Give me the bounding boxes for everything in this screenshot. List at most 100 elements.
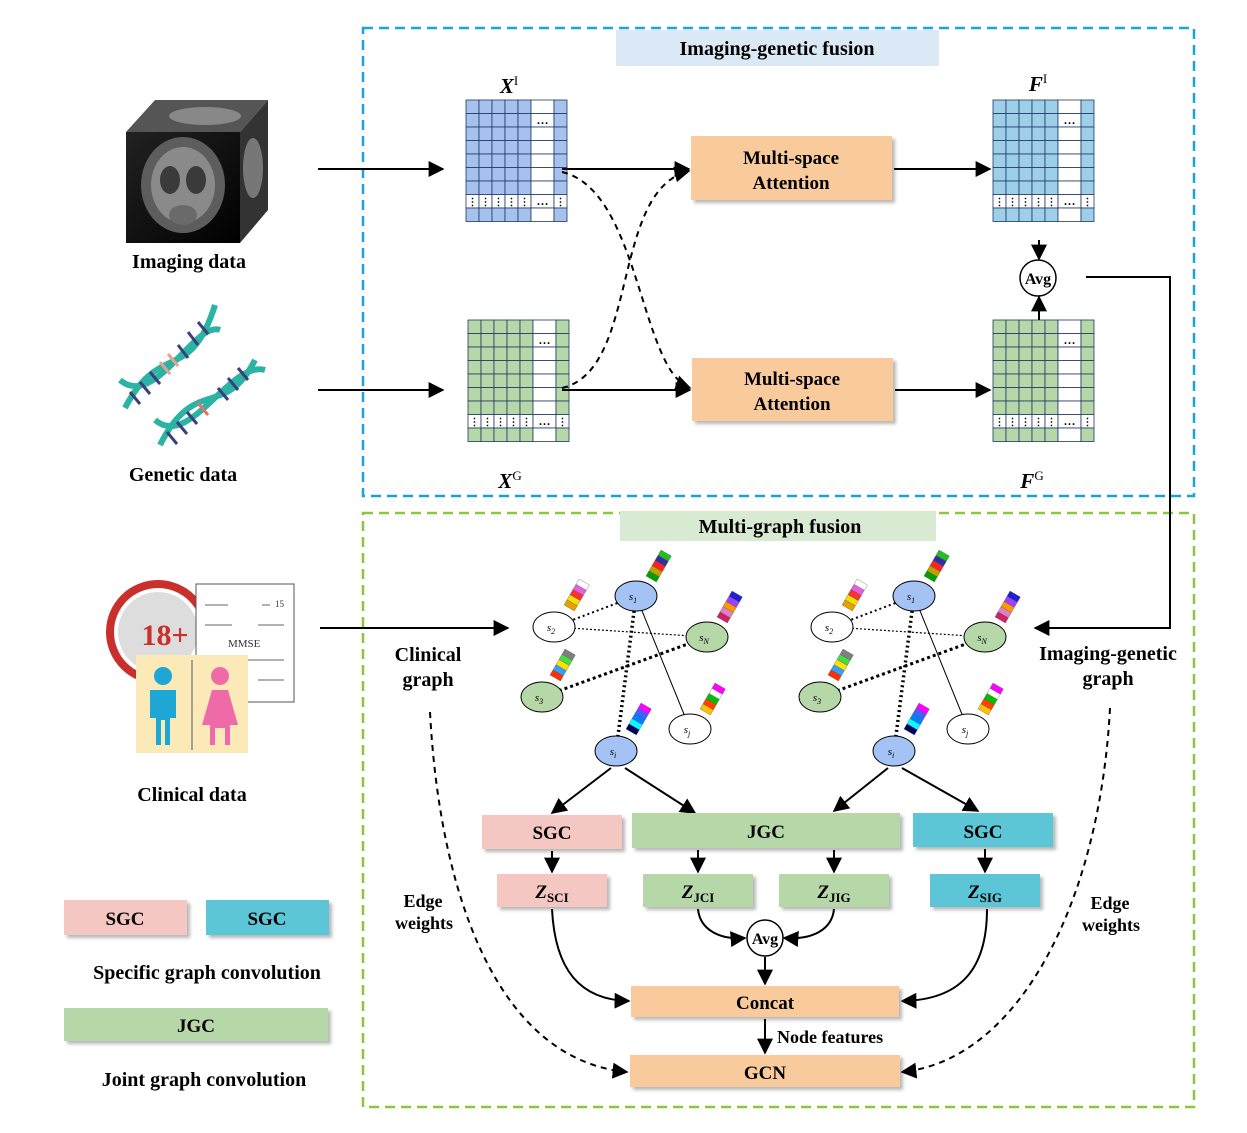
clinical-graph-node-si xyxy=(594,735,638,767)
matrix-xg-cell xyxy=(506,333,521,348)
matrix-xg-cell xyxy=(555,373,570,388)
matrix-xi-cell xyxy=(465,140,480,155)
avg-top-label: Avg xyxy=(1025,271,1051,288)
avg-node-bottom xyxy=(746,919,784,957)
matrix-fi-cell xyxy=(1005,126,1020,141)
matrix-xi-cell xyxy=(478,153,493,168)
imaging-genetic-graph-node-sn-label: sN xyxy=(977,632,987,646)
matrix-xi-cell xyxy=(504,207,519,222)
matrix-xg-cell xyxy=(480,346,495,361)
gcn-label: GCN xyxy=(744,1063,787,1084)
matrix-xg-cell xyxy=(555,346,570,361)
matrix-xg-cell xyxy=(480,333,495,348)
matrix-fi-cell xyxy=(1057,153,1082,168)
legend-sgc-pink xyxy=(64,900,187,935)
matrix-xi-cell xyxy=(530,167,555,182)
clinical-graph-node-s1 xyxy=(614,580,658,612)
matrix-xg-cell xyxy=(493,427,508,442)
matrix-fg-cell xyxy=(1057,427,1082,442)
matrix-xg-cell xyxy=(493,387,508,402)
matrix-fg-cell xyxy=(1005,427,1020,442)
zsci-to-concat-arrow xyxy=(551,908,631,1009)
matrix-xi-cell xyxy=(504,113,519,128)
matrix-fg-vdots: ⋮ xyxy=(1034,417,1044,428)
matrix-fi-vdots: ⋮ xyxy=(1034,197,1044,208)
genetic-data-label: Genetic data xyxy=(129,464,237,486)
matrix-fi-cell xyxy=(1044,180,1059,195)
clinical-graph-feature-bar-s2 xyxy=(563,578,590,612)
matrix-fg-cell xyxy=(1044,427,1059,442)
clinical-graph-node-sj-label: sj xyxy=(684,724,691,738)
clinical-graph-node-sn xyxy=(685,621,729,653)
matrix-fi-cell xyxy=(1031,153,1046,168)
imaging-genetic-graph-edge xyxy=(819,635,986,699)
matrix-xg-cell xyxy=(519,400,534,415)
matrix-xg-cell xyxy=(467,373,482,388)
matrix-fi-cell xyxy=(1005,113,1020,128)
clinical-graph-edge xyxy=(614,595,638,752)
clinical-graph-edge xyxy=(541,635,708,699)
matrix-xg-cell xyxy=(493,360,508,375)
matrix-xi-cell xyxy=(491,126,506,141)
matrix-xi-cell xyxy=(491,99,506,114)
sgc-imaging-label: SGC xyxy=(963,822,1002,843)
matrix-fg-cell xyxy=(1018,373,1033,388)
attention-bottom-line2: Attention xyxy=(753,394,830,415)
matrix-xi-cell xyxy=(504,140,519,155)
matrix-fi-vdots: ⋮ xyxy=(1047,197,1057,208)
imaging-genetic-graph-label-2: graph xyxy=(1082,668,1133,690)
matrix-xg-cell xyxy=(532,400,557,415)
matrix-fg-vdots: ⋮ xyxy=(995,417,1005,428)
matrix-xg-cell xyxy=(519,333,534,348)
matrix-fg-cell xyxy=(1031,373,1046,388)
imaging-genetic-graph-node-sn xyxy=(963,621,1007,653)
imaging-genetic-graph-feature-bar-sn xyxy=(994,590,1021,624)
matrix-fi-hdots: … xyxy=(1064,113,1076,127)
matrix-xi-cell xyxy=(530,126,555,141)
matrix-fg-cell xyxy=(1080,360,1095,375)
matrix-fg-cell xyxy=(1005,333,1020,348)
matrix-fg-cell xyxy=(1005,400,1020,415)
imaging-genetic-graph-feature-bar-sj xyxy=(977,682,1004,716)
matrix-fi-cell xyxy=(1005,167,1020,182)
matrix-xg-cell xyxy=(532,346,557,361)
matrix-fg-cell xyxy=(1057,400,1082,415)
matrix-xg-cell xyxy=(519,346,534,361)
matrix-fg-cell xyxy=(1018,427,1033,442)
cross-arrow-xg-to-top xyxy=(561,166,691,389)
matrix-fg-cell xyxy=(992,319,1007,334)
matrix-fg-cell xyxy=(1031,387,1046,402)
clinical-graph-feature-bar-si xyxy=(625,702,652,736)
z-sig-label: ZSIG xyxy=(967,882,1002,905)
matrix-xg-cell xyxy=(532,360,557,375)
matrix-xi-cell xyxy=(553,180,568,195)
matrix-xg-cell xyxy=(506,400,521,415)
matrix-fi-cell xyxy=(1018,180,1033,195)
matrix-fg-cell xyxy=(1080,333,1095,348)
z-jci-box xyxy=(643,874,753,907)
matrix-xi-cell xyxy=(491,113,506,128)
matrix-xi-vdots: ⋮ xyxy=(556,197,566,208)
matrix-fi-cell xyxy=(1005,180,1020,195)
matrix-fi-cell xyxy=(1080,153,1095,168)
matrix-fg-cell xyxy=(1005,319,1020,334)
matrix-xg-cell xyxy=(467,319,482,334)
matrix-xi-cell xyxy=(491,153,506,168)
matrix-fg-cell xyxy=(1057,319,1082,334)
matrix-xi-cell xyxy=(517,99,532,114)
imaging-genetic-graph-node-s1-label: s1 xyxy=(907,591,915,605)
imaging-genetic-frame xyxy=(361,26,1196,498)
matrix-xi-cell xyxy=(465,113,480,128)
matrix-fi-cell xyxy=(992,113,1007,128)
matrix-xg-cell xyxy=(506,346,521,361)
matrix-fg-cell xyxy=(1080,319,1095,334)
clinical-graph-edge xyxy=(635,595,691,730)
clinical-graph-feature-bar-sj xyxy=(699,682,726,716)
matrix-fi-cell xyxy=(992,180,1007,195)
clinical-icon: 18+ 15 MMSE xyxy=(106,580,295,753)
attention-box-top xyxy=(691,136,892,200)
matrix-xg-cell xyxy=(506,319,521,334)
matrix-fi: …⋮⋮⋮⋮⋮…⋮ xyxy=(992,99,1095,222)
matrix-fg-cell xyxy=(1005,387,1020,402)
